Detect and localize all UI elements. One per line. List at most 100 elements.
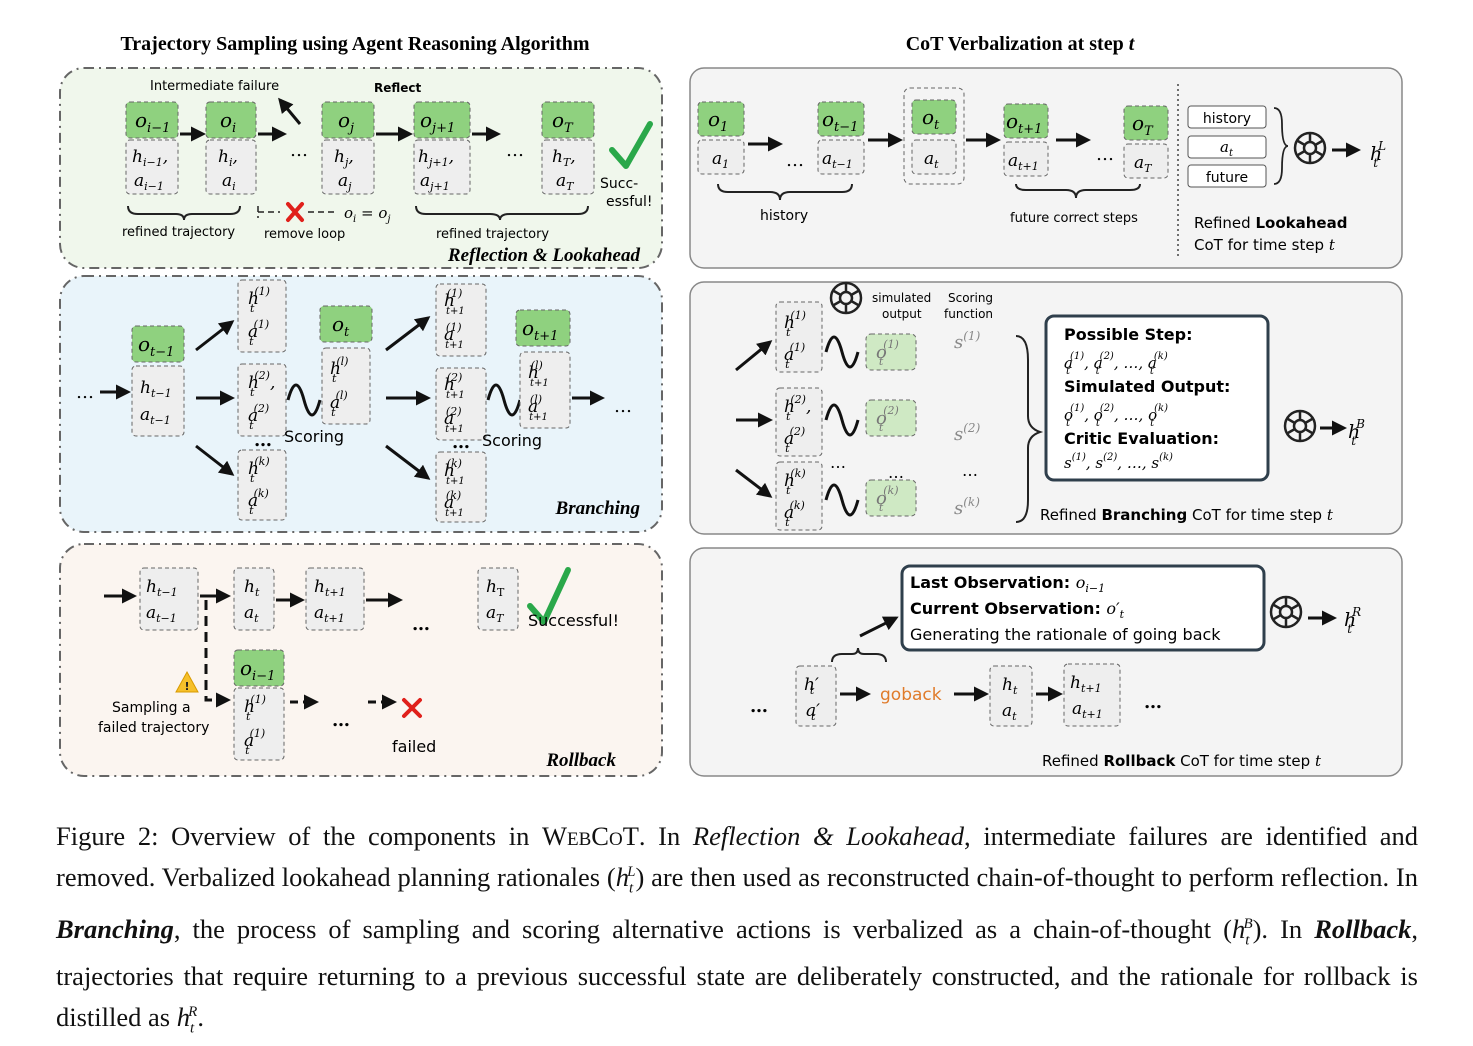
ellipsis: … <box>412 614 430 635</box>
ellipsis: … <box>76 382 94 403</box>
svg-text:s(1): s(1) <box>954 329 981 353</box>
sampling-label-2: failed trajectory <box>98 720 209 736</box>
loop-equation: oi = oj <box>344 204 390 225</box>
at-box-label: at <box>1220 138 1234 159</box>
warning-icon-mark: ! <box>184 680 189 693</box>
caption-rb: Rollback <box>1314 913 1412 944</box>
svg-text:ht+1(2): ht+1(2) <box>444 371 465 401</box>
ht-l: htL <box>1370 139 1386 170</box>
svg-text:at+1(k): at+1(k) <box>444 489 464 519</box>
caption-br: Branching <box>56 913 174 944</box>
at-box <box>1187 135 1267 159</box>
refined-trajectory-label: refined trajectory <box>122 225 235 240</box>
figure-caption: Figure 2: Overview of the components in … <box>56 821 1419 1037</box>
future-box-label: future <box>1206 170 1248 186</box>
caption-name: WebCoT <box>542 821 639 851</box>
brace <box>127 205 241 221</box>
caption-rl: Reflection & Lookahead <box>692 821 965 851</box>
brace <box>1273 107 1289 185</box>
ellipsis: … <box>254 430 272 451</box>
cot-lookahead-diagram: o1 a1 … ot−1 at−1 ot at ot+1 at+1 … oT a… <box>697 87 1169 185</box>
svg-text:at+1(2): at+1(2) <box>444 405 464 435</box>
branching-cot-box <box>1044 314 1270 482</box>
ellipsis: … <box>452 432 470 453</box>
goback-label: goback <box>880 685 942 705</box>
brace <box>1015 183 1141 199</box>
refined-lookahead-2: CoT for time step t <box>1194 236 1336 254</box>
brace <box>831 647 887 663</box>
ellipsis: … <box>750 696 768 717</box>
svg-text:hi,: hi, <box>218 147 238 169</box>
brace <box>717 183 853 201</box>
caption-text: , trajectories that require returning to… <box>56 913 1419 1033</box>
svg-text:at+1(1): at+1(1) <box>444 321 464 351</box>
right-title: CoT Verbalization at step t <box>906 33 1136 55</box>
brace <box>415 205 589 221</box>
caption-text: , the process of sampling and scoring al… <box>173 913 1233 944</box>
ellipsis: … <box>614 396 632 417</box>
sampling-label-1: Sampling a <box>112 700 191 716</box>
cot-rollback-diagram: … h′t a′t ht at ht+1 at+1 … <box>750 663 1162 727</box>
rollback-cot-box <box>900 564 1266 652</box>
ellipsis: … <box>332 710 350 731</box>
caption-text: , intermediate failures are identified a… <box>56 821 1418 892</box>
check-icon <box>609 121 653 169</box>
ellipsis: … <box>1144 692 1162 713</box>
obs-node: oi−1 hi−1, ai−1 <box>125 101 179 195</box>
scoring-label: Scoring <box>482 431 542 450</box>
cross-icon <box>402 698 422 718</box>
caption-fig: Figure 2: Overview of the components in <box>56 821 543 851</box>
obs-node: oi hi, ai <box>205 101 257 195</box>
future-label: future correct steps <box>1010 211 1138 226</box>
reflection-lookahead-label: Reflection & Lookahead <box>447 245 641 266</box>
generating-rationale: Generating the rationale of going back <box>910 625 1221 644</box>
ellipsis: … <box>290 140 308 161</box>
caption-text: ) are then used as reconstructed chain-o… <box>635 861 1418 892</box>
obs-node: oj+1 hj+1, aj+1 <box>413 101 471 195</box>
simulated-output-label-2: output <box>882 307 922 321</box>
figure-diagram: Trajectory Sampling using Agent Reasonin… <box>59 33 1403 777</box>
caption-text: ). In <box>1252 913 1315 944</box>
scoring-label: Scoring <box>284 427 344 446</box>
rollback-label: Rollback <box>545 750 616 771</box>
current-observation: Current Observation: o′t <box>910 599 1125 621</box>
obs-node: oj hj, aj <box>321 101 375 195</box>
future-box <box>1187 164 1267 188</box>
ellipsis: … <box>830 453 846 472</box>
svg-text:hj+1,: hj+1, <box>418 147 454 169</box>
remove-loop-line <box>257 206 336 218</box>
branching-label: Branching <box>555 498 640 519</box>
svg-text:ht+1(1): ht+1(1) <box>444 287 465 317</box>
intermediate-failure-label: Intermediate failure <box>150 79 279 94</box>
reflect-label: Reflect <box>374 81 422 95</box>
ellipsis: … <box>888 463 904 482</box>
history-box-label: history <box>1203 111 1251 127</box>
scoring-function-label-2: function <box>944 307 993 321</box>
ellipsis: … <box>962 461 978 480</box>
successful-label: Successful! <box>528 611 619 630</box>
successful-label-1: Succ- <box>600 176 638 192</box>
critic-evaluation-values: s(1), s(2), …, s(k) <box>1064 452 1173 472</box>
simulated-output-title: Simulated Output: <box>1064 377 1230 396</box>
ellipsis: … <box>1096 144 1114 165</box>
refined-lookahead-1: Refined Lookahead <box>1194 214 1347 232</box>
history-label: history <box>760 208 808 224</box>
ellipsis: … <box>506 140 524 161</box>
check-icon <box>527 567 571 625</box>
last-observation: Last Observation: oi−1 <box>910 573 1105 595</box>
refined-rollback: Refined Rollback CoT for time step t <box>1042 752 1322 770</box>
reflection-diagram: oi−1 hi−1, ai−1 oi hi, ai oj hj, aj oj+1… <box>125 97 595 195</box>
obs-node: oT hT, aT <box>541 101 595 195</box>
svg-text:a′t: a′t <box>806 701 820 723</box>
svg-text:hj,: hj, <box>334 147 354 169</box>
rollback-diagram: ht−1 at−1 ht at ht+1 at+1 … hT aT oi−1 h… <box>104 567 519 761</box>
critic-evaluation-title: Critic Evaluation: <box>1064 429 1219 448</box>
svg-text:h′t: h′t <box>804 675 819 697</box>
brace <box>1015 335 1044 523</box>
svg-text:ht+1(k): ht+1(k) <box>444 457 465 487</box>
scoring-function-label-1: Scoring <box>948 291 993 305</box>
refined-trajectory-label: refined trajectory <box>436 227 549 242</box>
remove-loop-label: remove loop <box>264 227 345 242</box>
refined-branching: Refined Branching CoT for time step t <box>1040 506 1334 524</box>
simulated-output-label-1: simulated <box>872 291 931 305</box>
